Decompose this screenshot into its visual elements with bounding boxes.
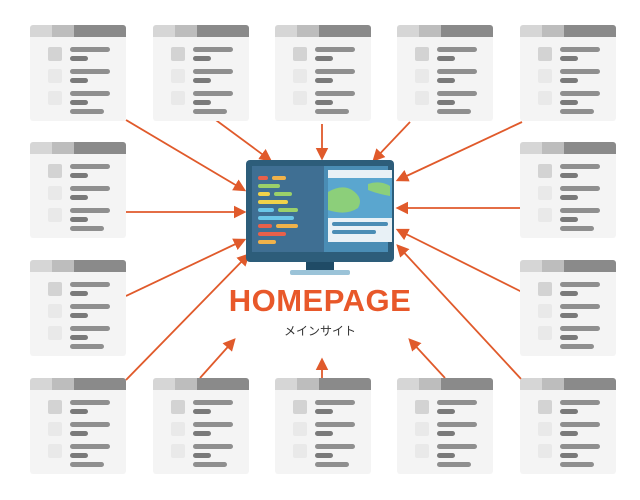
computer-monitor-icon	[246, 160, 394, 275]
satellite-site-card	[275, 378, 371, 474]
satellite-site-card	[153, 378, 249, 474]
satellite-site-card	[520, 378, 616, 474]
link-arrow	[396, 244, 523, 381]
satellite-site-card	[275, 25, 371, 121]
link-arrow	[199, 338, 236, 379]
main-subtitle: メインサイト	[283, 324, 356, 338]
website-preview	[328, 170, 392, 242]
satellite-site-card	[153, 25, 249, 121]
main-title: HOMEPAGE	[228, 283, 412, 318]
satellite-site-card	[30, 25, 126, 121]
monitor-stand	[306, 262, 334, 272]
monitor-base	[290, 270, 350, 275]
code-panel	[252, 166, 324, 252]
link-arrow	[125, 119, 247, 192]
satellite-site-card	[30, 142, 126, 238]
link-arrow	[125, 253, 250, 381]
link-arrow	[408, 338, 446, 379]
link-arrow	[395, 228, 523, 293]
link-arrow	[372, 121, 411, 162]
link-arrow	[125, 238, 247, 297]
satellite-site-card	[397, 378, 493, 474]
satellite-site-card	[30, 378, 126, 474]
satellite-site-card	[520, 260, 616, 356]
satellite-site-card	[30, 260, 126, 356]
link-arrow	[395, 121, 523, 182]
satellite-site-card	[520, 142, 616, 238]
satellite-site-card	[520, 25, 616, 121]
satellite-site-card	[397, 25, 493, 121]
